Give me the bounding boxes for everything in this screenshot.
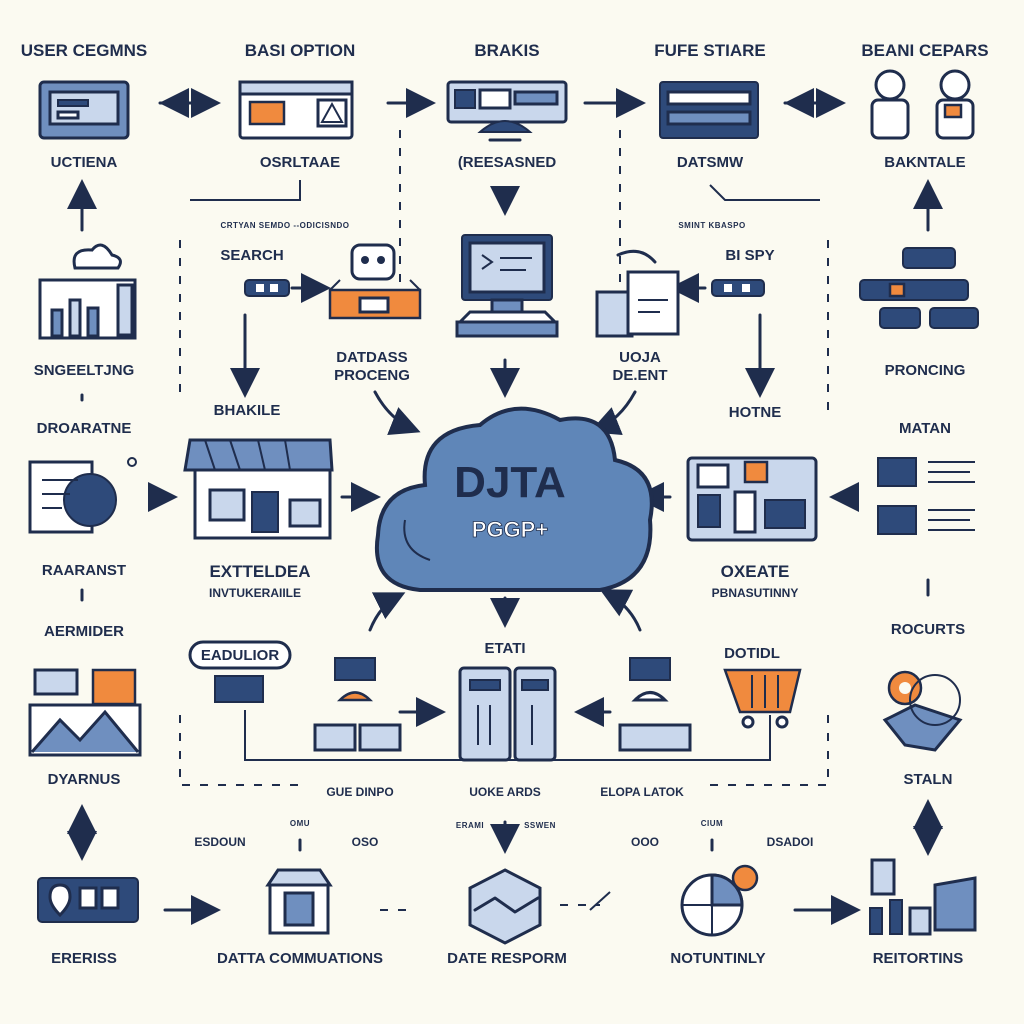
- label-cium: CIUM: [701, 819, 723, 828]
- label-reitortins: REITORTINS: [873, 950, 964, 967]
- label-bi-spy: BI SPY: [725, 247, 774, 264]
- label-oxeate: OXEATE: [721, 562, 790, 581]
- label-invtukeraiile: INVTUKERAIILE: [209, 586, 301, 600]
- label-omu: OMU: [290, 819, 310, 828]
- label-beani-cepars: BEANI CEPARS: [861, 41, 988, 60]
- label-basi-option: BASI OPTION: [245, 41, 356, 60]
- robot-small-icon: [313, 657, 402, 752]
- label-user-cegmns: USER CEGMNS: [21, 41, 148, 60]
- label-dsadoi: DSADOI: [767, 835, 814, 849]
- label-notuntinly: NOTUNTINLY: [670, 950, 765, 967]
- people-group-icon: [870, 69, 975, 140]
- label-erami: ERAMI: [456, 821, 484, 830]
- label-uctiena: UCTIENA: [51, 154, 118, 171]
- flow-arrows: [67, 88, 943, 925]
- dashed-connectors: [179, 130, 829, 786]
- label-dotidl: DOTIDL: [724, 645, 780, 662]
- list-table-icon: [877, 457, 975, 535]
- label-pbnasutinny: PBNASUTINNY: [712, 586, 799, 600]
- label-gue-dinpo: GUE DINPO: [326, 785, 393, 799]
- label-hotne: HOTNE: [729, 404, 782, 421]
- data-cloud: DJTA PGGP+: [374, 406, 654, 592]
- label-smint-kbaspo: SMINT KBASPO: [678, 221, 745, 230]
- robot-small-icon-right: [618, 657, 692, 752]
- desktop-computer-icon: [455, 234, 559, 338]
- label-data-commuations: DATTA COMMUATIONS: [217, 950, 383, 967]
- pie-gear-icon: [680, 864, 759, 937]
- label-raaransst: RAARANST: [42, 562, 126, 579]
- cloud-chart-icon: [38, 243, 137, 340]
- label-brakis: BRAKIS: [474, 41, 539, 60]
- monitor-window-icon: [38, 80, 130, 140]
- eadulior-badge: [188, 640, 292, 703]
- bi-pill: [711, 279, 765, 297]
- label-esdoun: ESDOUN: [194, 835, 245, 849]
- document-check-icon: [28, 457, 137, 534]
- label-date-resporm: DATE RESPORM: [447, 950, 567, 967]
- search-pill: [244, 279, 290, 297]
- label-ereriss: ERERISS: [51, 950, 117, 967]
- label-extteldea: EXTTELDEA: [209, 562, 310, 581]
- server-towers-icon: [458, 666, 557, 762]
- server-rack-icon: [659, 81, 759, 139]
- storefront-icon: [183, 438, 334, 540]
- toolbar-window-icon: [446, 80, 568, 142]
- label-bhakile: BHAKILE: [214, 402, 281, 419]
- label-dyarnus: DYARNUS: [48, 771, 121, 788]
- label-oso: OSO: [352, 835, 379, 849]
- label-bakntale: BAKNTALE: [884, 154, 965, 171]
- label-datsmw: DATSMW: [677, 154, 744, 171]
- bar-chart-person-icon: [869, 858, 977, 936]
- label-osrltaae: OSRLTAAE: [260, 154, 340, 171]
- handshake-gear-icon: [882, 670, 963, 752]
- label-crtyan-semdo: CRTYAN SEMDO --ODICISNDO: [220, 221, 349, 230]
- shopping-cart-icon: [723, 668, 802, 729]
- label-matan: MATAN: [899, 420, 951, 437]
- label-fufe-stiare: FUFE STIARE: [654, 41, 765, 60]
- label-elopa-latok: ELOPA LATOK: [600, 785, 684, 799]
- image-chat-icon: [28, 668, 142, 757]
- label-reesasned: (REESASNED: [458, 154, 557, 171]
- robot-head-icon: [328, 243, 422, 320]
- cloud-title: DJTA: [454, 458, 566, 507]
- control-panel-icon: [686, 456, 818, 542]
- document-stack-icon: [595, 249, 680, 338]
- building-frame-icon: [265, 868, 333, 935]
- label-staln: STALN: [904, 771, 953, 788]
- browser-window-icon: [238, 80, 354, 140]
- flowchart-icon: [859, 247, 979, 329]
- label-ooo: OOO: [631, 835, 659, 849]
- label-search: SEARCH: [220, 247, 283, 264]
- label-uoke-ards: UOKE ARDS: [469, 785, 541, 799]
- label-droaratne: DROARATNE: [37, 420, 132, 437]
- label-aermider: AERMIDER: [44, 623, 124, 640]
- label-eadulior: EADULIOR: [201, 647, 280, 664]
- cloud-subtitle: PGGP+: [472, 517, 548, 542]
- label-etati: ETATI: [484, 640, 525, 657]
- label-rocurts: ROCURTS: [891, 621, 965, 638]
- diagram-labels: USER CEGMNS BASI OPTION BRAKIS FUFE STIA…: [21, 41, 989, 967]
- label-sswen: SSWEN: [524, 821, 556, 830]
- label-proncing: PRONCING: [885, 362, 966, 379]
- hexagon-chart-icon: [468, 868, 611, 945]
- map-pin-card-icon: [37, 877, 139, 923]
- label-sngeeltjng: SNGEELTJNG: [34, 362, 135, 379]
